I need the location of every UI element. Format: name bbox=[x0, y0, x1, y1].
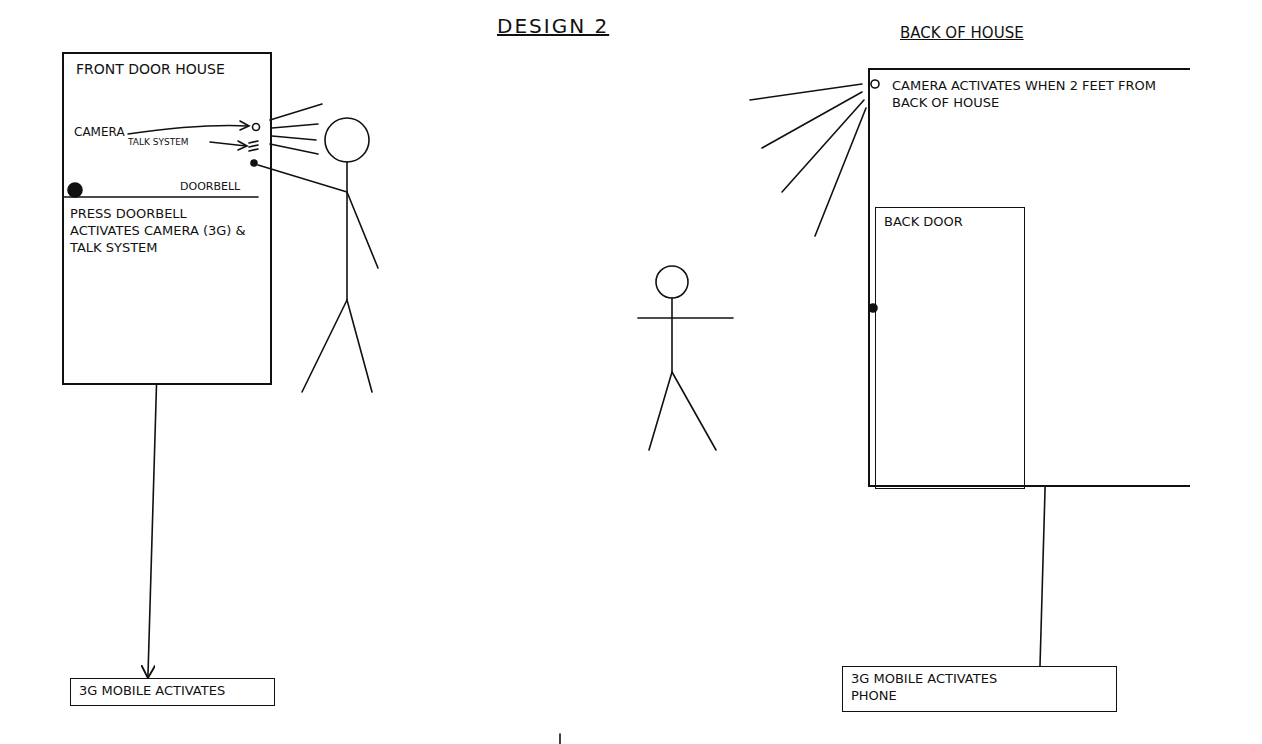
talk-system-symbol bbox=[249, 141, 258, 143]
camera-ray bbox=[270, 144, 318, 154]
doorbell-button bbox=[251, 160, 257, 166]
back-of-house: BACK OF HOUSECAMERA ACTIVATES WHEN 2 FEE… bbox=[868, 68, 1190, 487]
talk-system-symbol bbox=[249, 149, 258, 151]
camera-ray bbox=[815, 108, 866, 236]
camera-ray bbox=[750, 84, 862, 100]
house-note: CAMERA ACTIVATES WHEN 2 FEET FROM BACK O… bbox=[892, 78, 1177, 112]
mobile-box: 3G MOBILE ACTIVATES PHONE bbox=[842, 666, 1117, 712]
back-door: BACK DOOR bbox=[875, 207, 1025, 489]
diagram-title: DESIGN 2 bbox=[497, 14, 609, 38]
panel-note: PRESS DOORBELL ACTIVATES CAMERA (3G) & T… bbox=[70, 206, 260, 257]
talk-system-symbol bbox=[249, 145, 258, 147]
door-heading: BACK DOOR bbox=[884, 214, 1016, 231]
panel-heading: FRONT DOOR HOUSE bbox=[76, 60, 236, 78]
camera-symbol bbox=[871, 80, 879, 88]
doorbell-dot bbox=[68, 183, 82, 197]
box-text: 3G MOBILE ACTIVATES bbox=[79, 683, 267, 700]
camera-symbol bbox=[253, 124, 260, 131]
camera-ray bbox=[272, 124, 318, 128]
connector-line bbox=[148, 385, 157, 678]
camera-ray bbox=[272, 136, 316, 140]
part-label: CAMERA bbox=[74, 125, 125, 139]
part-label: TALK SYSTEM bbox=[128, 137, 189, 148]
leader-head bbox=[240, 121, 249, 130]
mobile-box: 3G MOBILE ACTIVATES bbox=[70, 678, 275, 706]
house-heading: BACK OF HOUSE bbox=[900, 24, 1190, 44]
camera-ray bbox=[270, 104, 322, 120]
stick-figure bbox=[258, 118, 378, 392]
stick-figure bbox=[638, 266, 733, 450]
panel-divider bbox=[64, 196, 258, 198]
connector-line bbox=[1040, 487, 1045, 666]
tick-mark bbox=[559, 734, 561, 744]
part-label: DOORBELL bbox=[180, 180, 240, 193]
front-door-panel: FRONT DOOR HOUSE PRESS DOORBELL ACTIVATES… bbox=[62, 52, 272, 385]
box-text: 3G MOBILE ACTIVATES PHONE bbox=[851, 671, 1041, 705]
leader-head bbox=[238, 141, 247, 150]
leader-line bbox=[128, 125, 248, 134]
